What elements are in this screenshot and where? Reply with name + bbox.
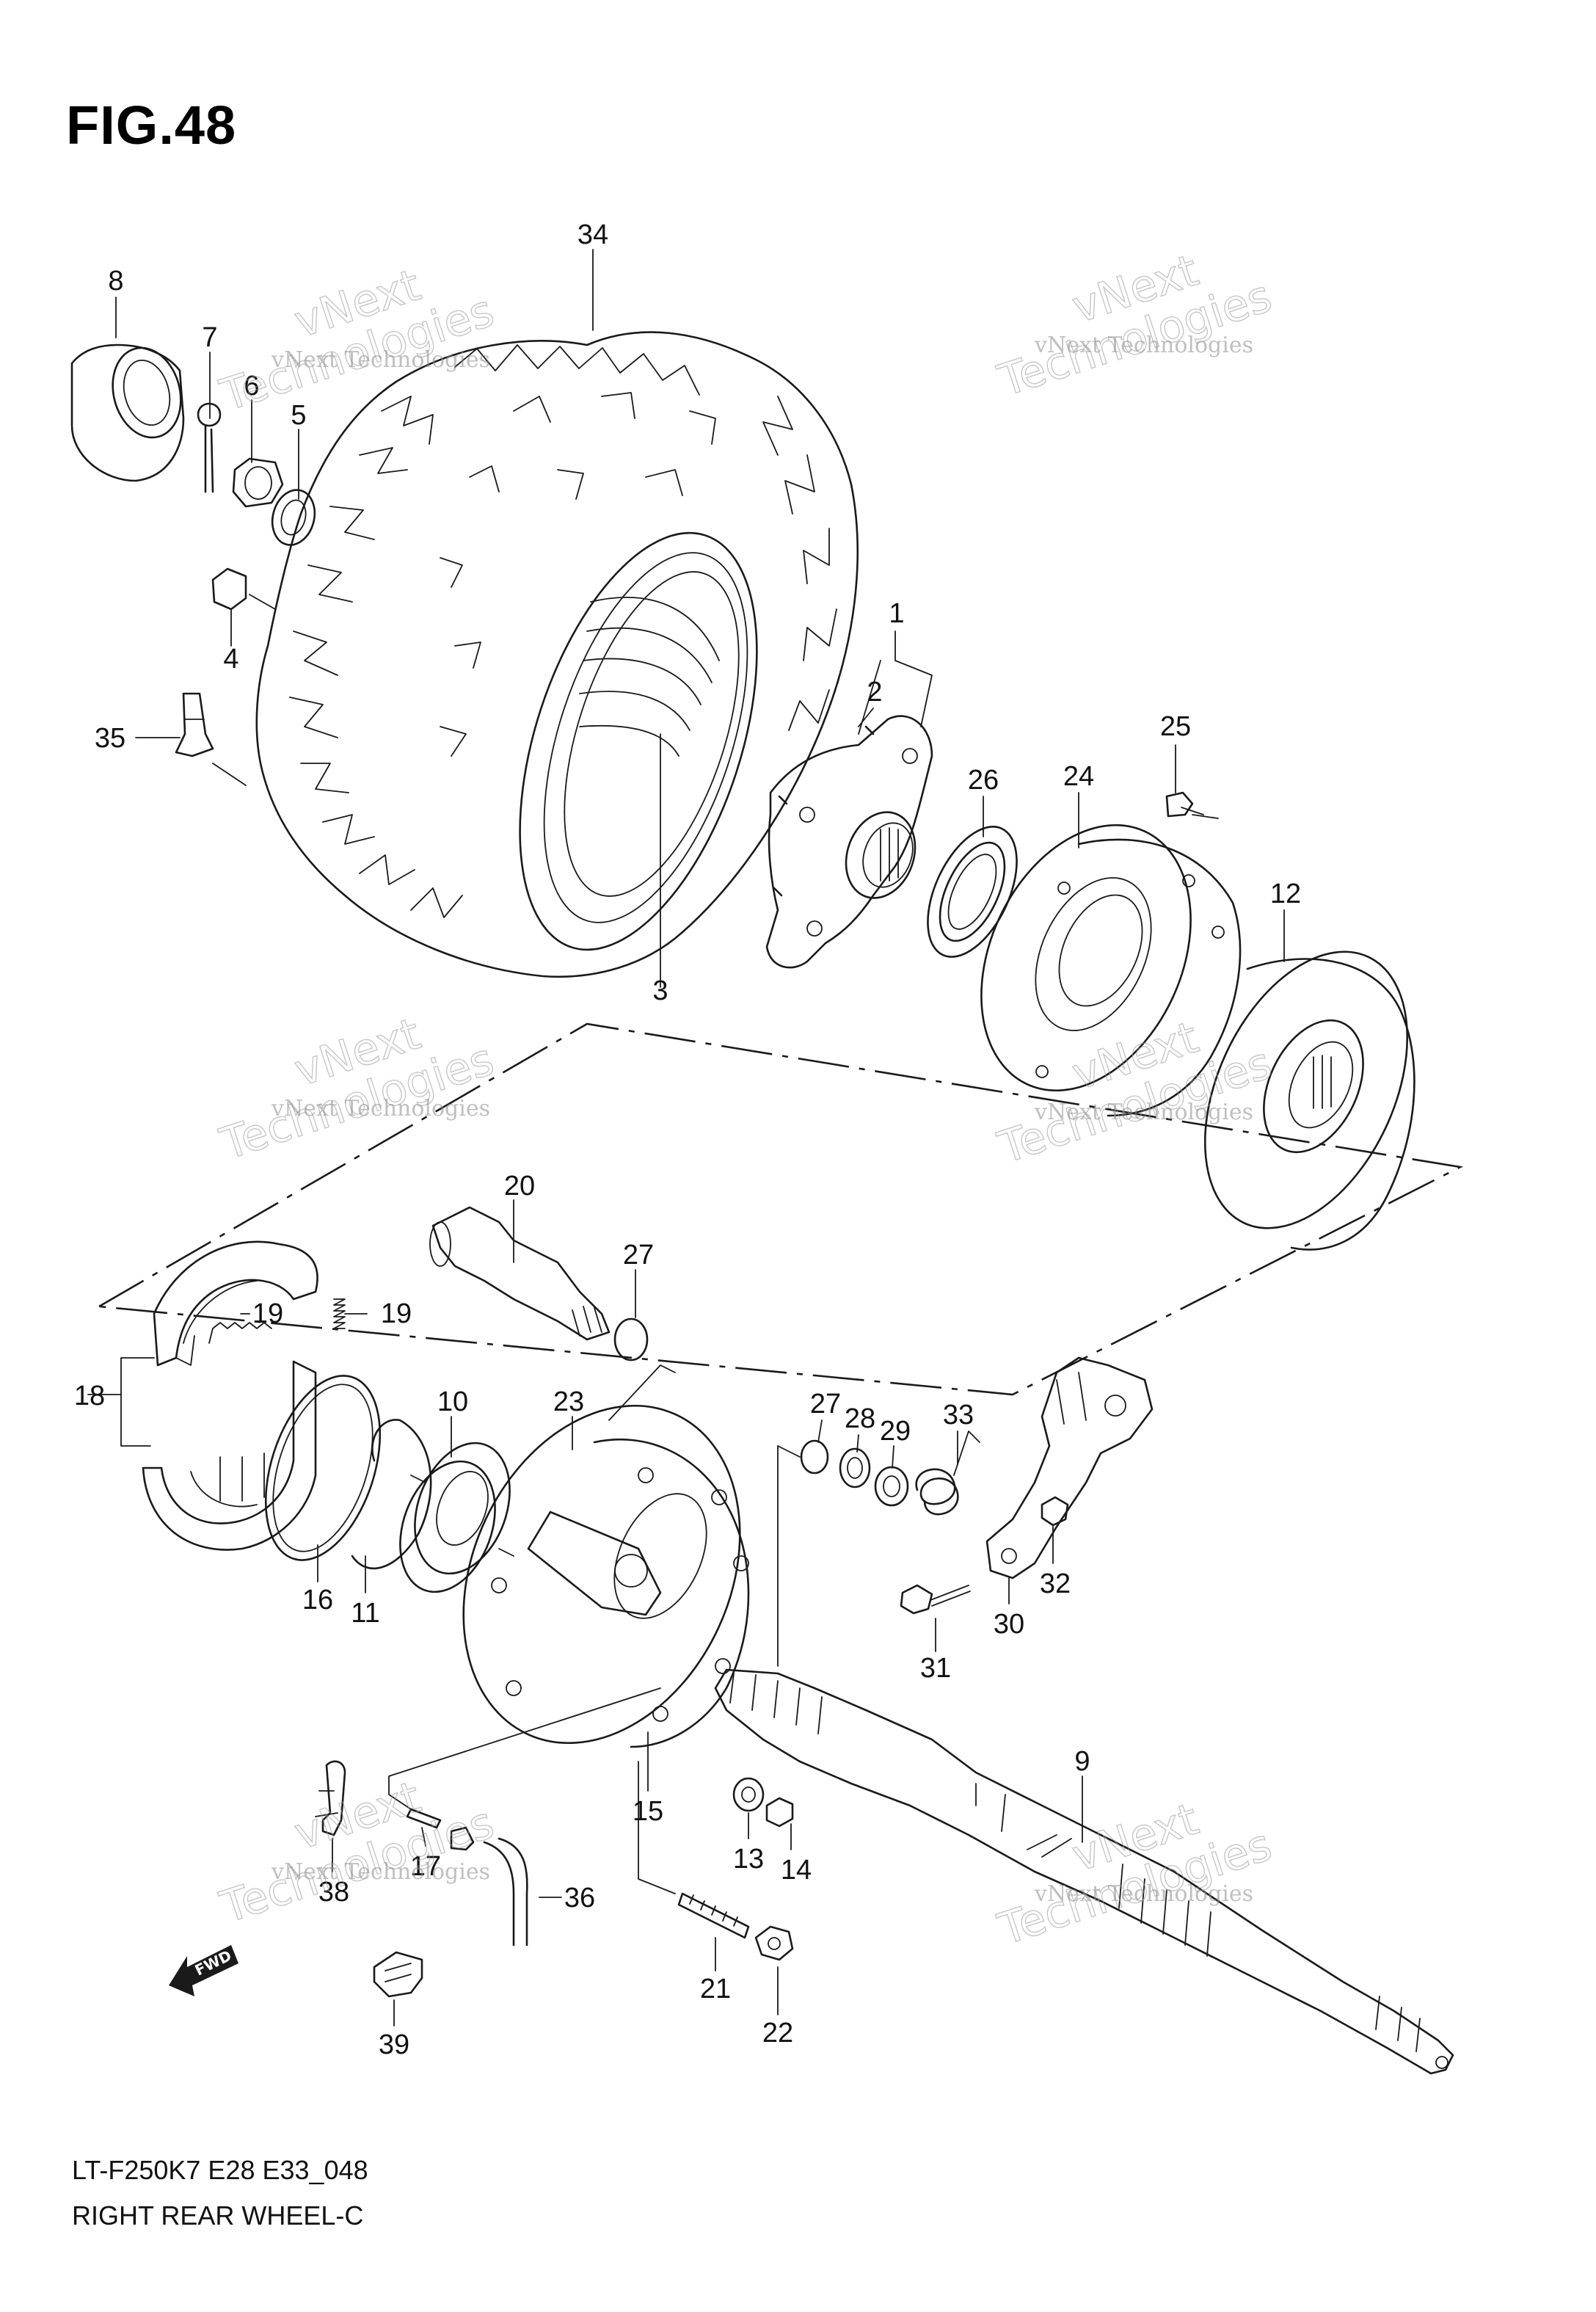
- callout-11: 11: [351, 1598, 379, 1629]
- callout-13: 13: [733, 1844, 764, 1875]
- wheel-nut-icon: [211, 567, 247, 611]
- callout-36: 36: [564, 1883, 595, 1913]
- callout-6: 6: [244, 371, 259, 401]
- drum-cover-icon: [980, 824, 1242, 1117]
- callout-39: 39: [379, 2029, 409, 2060]
- hose-icon: [483, 1837, 528, 1946]
- callout-3: 3: [652, 975, 668, 1006]
- flange-bolt-icon: [1165, 791, 1204, 818]
- cotter-pin-icon: [197, 402, 222, 493]
- brake-panel-icon: [462, 1404, 750, 1748]
- callout-20: 20: [504, 1171, 535, 1202]
- callout-32: 32: [1040, 1568, 1071, 1599]
- hex-nut-icon: [754, 1925, 794, 1961]
- hub-cap-icon: [70, 343, 185, 482]
- assembly-boundary-line: [95, 1022, 1464, 1396]
- callout-31: 31: [920, 1653, 951, 1684]
- watermark-text: vNext Technologies: [1034, 332, 1253, 358]
- watermark-text: vNext Technologies: [1034, 1881, 1253, 1907]
- castle-nut-icon: [232, 457, 284, 508]
- callout-21: 21: [700, 1974, 731, 2004]
- watermark-group: vNext Technologies vNext Technologies vN…: [214, 244, 1278, 1956]
- callout-4: 4: [223, 644, 238, 675]
- callout-8: 8: [108, 266, 123, 297]
- callout-10: 10: [437, 1386, 468, 1417]
- watermark-text: vNext Technologies: [1034, 1099, 1253, 1125]
- pin-icon: [406, 1808, 442, 1829]
- callout-29: 29: [880, 1416, 911, 1447]
- hex-nut-icon: [1041, 1496, 1069, 1527]
- callout-18: 18: [74, 1381, 105, 1411]
- callout-27: 27: [623, 1240, 654, 1270]
- watermark-text: vNext Technologies: [271, 1859, 490, 1885]
- watermark-text: vNext Technologies: [271, 1096, 490, 1122]
- callout-7: 7: [202, 322, 217, 353]
- figure-code: LT-F250K7 E28 E33_048: [72, 2155, 368, 2185]
- callout-28: 28: [845, 1403, 875, 1434]
- valve-stem-icon: [175, 692, 214, 757]
- brake-shoe-set-icon: [142, 1240, 318, 1551]
- stud-bolt-icon: [677, 1892, 750, 1939]
- washer-icon: [839, 1447, 871, 1488]
- callout-25: 25: [1160, 711, 1191, 742]
- callout-19b: 19: [381, 1298, 412, 1329]
- callout-19: 19: [252, 1298, 283, 1329]
- callout-35: 35: [95, 723, 125, 754]
- leader-lines: [87, 249, 1285, 2026]
- callout-15: 15: [633, 1796, 663, 1827]
- brake-drum-icon: [1203, 950, 1415, 1251]
- callout-38: 38: [318, 1877, 349, 1908]
- callout-33: 33: [943, 1400, 974, 1431]
- callout-5: 5: [291, 400, 306, 431]
- watermark-text: vNext Technologies: [271, 347, 490, 373]
- brake-camshaft-icon: [429, 1206, 611, 1341]
- hose-clamp-icon: [315, 1760, 346, 1836]
- callout-26: 26: [968, 765, 999, 796]
- callout-27b: 27: [810, 1389, 841, 1419]
- callout-12: 12: [1270, 879, 1301, 909]
- shim-icon: [874, 1466, 909, 1507]
- callout-30: 30: [994, 1609, 1024, 1640]
- callout-24: 24: [1063, 761, 1094, 792]
- figure-caption: RIGHT REAR WHEEL-C: [72, 2200, 364, 2231]
- callout-9: 9: [1074, 1746, 1090, 1777]
- wheel-bearing-icon: [399, 1442, 514, 1593]
- lever-bolt-icon: [900, 1584, 971, 1615]
- callout-22: 22: [762, 2018, 793, 2049]
- washer-icon: [732, 1777, 765, 1812]
- figure-title: FIG.48: [66, 95, 237, 156]
- brake-lever-icon: [985, 1356, 1154, 1579]
- callout-16: 16: [302, 1585, 333, 1615]
- callout-14: 14: [781, 1855, 812, 1886]
- flange-bolt-icon: [765, 1797, 794, 1828]
- oil-seal-icon: [927, 826, 1018, 958]
- rear-hub-icon: [765, 715, 933, 969]
- callout-labels: 34 8 7 6 5 4 35 1 2 26 24 25 12 3 20 27 …: [74, 219, 1301, 2060]
- washer-icon: [271, 489, 316, 546]
- o-ring-icon: [800, 1439, 829, 1475]
- forward-direction-arrow-icon: FWD: [169, 1945, 238, 1996]
- callout-17: 17: [410, 1851, 441, 1882]
- cable-guide-icon: [373, 1951, 423, 1998]
- callout-34: 34: [577, 219, 608, 250]
- rear-axle-icon: [714, 1668, 1454, 2075]
- tire-icon: [255, 331, 859, 978]
- callout-2: 2: [867, 677, 882, 708]
- brake-spring-icon: [208, 1298, 346, 1344]
- circlip-icon: [264, 1375, 432, 1569]
- clip-icon: [450, 1826, 475, 1851]
- callout-23: 23: [553, 1386, 584, 1417]
- return-spring-icon: [915, 1431, 980, 1516]
- o-ring-icon: [613, 1317, 649, 1362]
- callout-1: 1: [889, 598, 904, 629]
